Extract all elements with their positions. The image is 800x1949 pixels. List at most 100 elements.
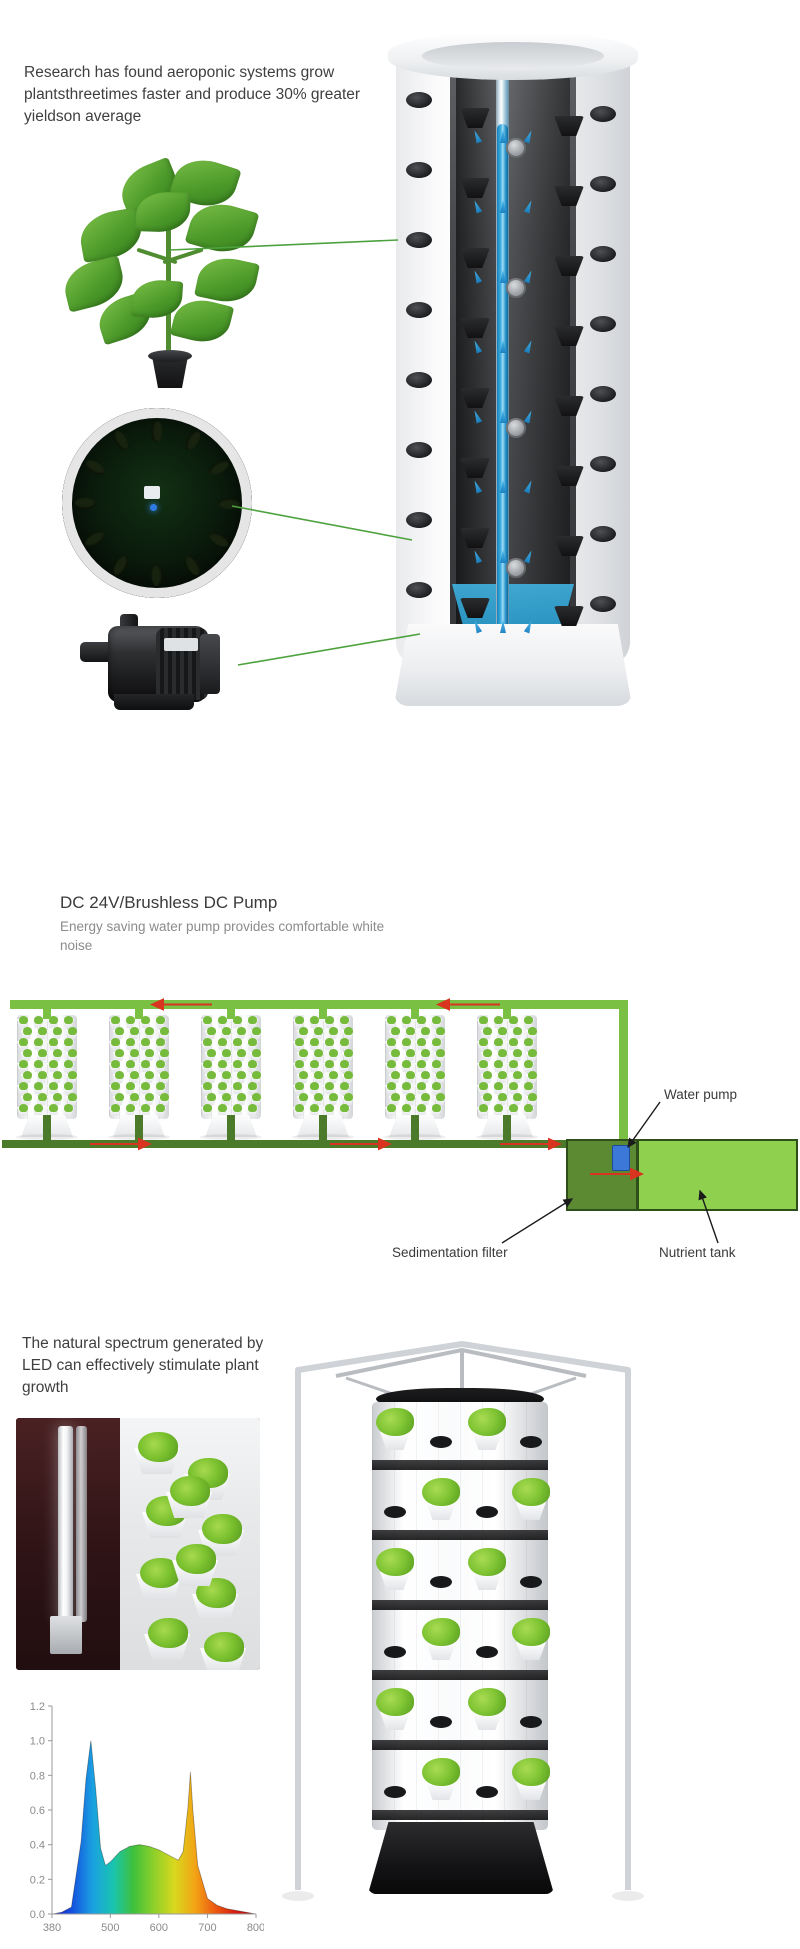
tower-net-pot (460, 458, 490, 478)
diagram-tower-plant (420, 1093, 430, 1101)
diagram-tower-plant (523, 1060, 533, 1068)
diagram-tower-plant (508, 1104, 518, 1112)
sensor-chip (144, 486, 160, 499)
tower-net-pot (554, 256, 584, 276)
diagram-tower-plant (309, 1060, 319, 1068)
led-tower-lettuce (512, 1618, 550, 1646)
tower-net-pot (460, 108, 490, 128)
diagram-tower-plant (140, 1038, 150, 1046)
diagram-tower-plant (527, 1071, 537, 1079)
y-tick-label: 0.0 (30, 1909, 45, 1921)
y-tick-label: 1.2 (30, 1701, 45, 1713)
diagram-tower-plant (125, 1060, 135, 1068)
tower-return-leg (503, 1115, 511, 1143)
diagram-tower-plant (294, 1104, 304, 1112)
diagram-tower-plant (386, 1016, 396, 1024)
diagram-tower (192, 1015, 270, 1140)
diagram-tower-plant (52, 1093, 62, 1101)
diagram-tower-plant (523, 1104, 533, 1112)
tower-planting-hole (406, 302, 432, 318)
led-tower-lettuce (468, 1688, 506, 1716)
diagram-tower-plant (159, 1027, 169, 1035)
diagram-tower-plant (294, 1082, 304, 1090)
led-photo-lettuce (176, 1544, 216, 1574)
diagram-tower-plant (48, 1060, 58, 1068)
led-tower-frame (282, 1341, 644, 1901)
diagram-tower (100, 1015, 178, 1140)
diagram-tower-plant (155, 1038, 165, 1046)
led-tower-hole (384, 1786, 406, 1798)
sedimentation-filter-box (566, 1139, 638, 1211)
label-nutrient-tank: Nutrient tank (659, 1245, 736, 1260)
led-tower-band (372, 1670, 548, 1680)
diagram-tower-plant (405, 1049, 415, 1057)
diagram-tower-plant (129, 1093, 139, 1101)
diagram-tower-plant (251, 1027, 261, 1035)
diagram-tower-plant (202, 1082, 212, 1090)
diagram-tower-plant (221, 1071, 231, 1079)
diagram-tower-plant (497, 1071, 507, 1079)
diagram-tower-plant (482, 1071, 492, 1079)
diagram-tower-plant (48, 1038, 58, 1046)
diagram-tower (8, 1015, 86, 1140)
diagram-tower-plant (22, 1093, 32, 1101)
diagram-tower-plant (512, 1049, 522, 1057)
diagram-tower-plant (206, 1049, 216, 1057)
diagram-tower-plant (110, 1082, 120, 1090)
diagram-tower-plant (405, 1071, 415, 1079)
y-tick-label: 0.4 (30, 1840, 45, 1852)
diagram-tower-plant (114, 1071, 124, 1079)
diagram-tower-plant (478, 1038, 488, 1046)
led-tower-cup (472, 1572, 502, 1590)
led-tower-hole (384, 1646, 406, 1658)
led-tower-band (372, 1460, 548, 1470)
led-tower-cup (516, 1782, 546, 1800)
diagram-tower-plant (339, 1104, 349, 1112)
diagram-tower-plant (497, 1027, 507, 1035)
diagram-tower-plant (232, 1038, 242, 1046)
diagram-tower-plant (206, 1093, 216, 1101)
supply-pipe-riser (619, 1000, 628, 1140)
diagram-tower-plant (202, 1060, 212, 1068)
diagram-tower-plant (420, 1049, 430, 1057)
tower-supply-drop (503, 1003, 511, 1019)
led-tower-lettuce (422, 1618, 460, 1646)
diagram-tower-plant (159, 1093, 169, 1101)
diagram-tower-plant (125, 1016, 135, 1024)
diagram-tower-plant (33, 1016, 43, 1024)
diagram-tower-plant (33, 1104, 43, 1112)
tower-water-spray (500, 200, 506, 213)
diagram-tower-plant (482, 1027, 492, 1035)
tower-net-pot (460, 248, 490, 268)
diagram-tower-plant (508, 1016, 518, 1024)
diagram-tower-plant (386, 1038, 396, 1046)
diagram-tower-plant (144, 1071, 154, 1079)
tower-return-leg (227, 1115, 235, 1143)
diagram-tower-plant (110, 1038, 120, 1046)
diagram-tower-plant (405, 1093, 415, 1101)
diagram-tower-plant (232, 1016, 242, 1024)
led-tower-band (372, 1600, 548, 1610)
y-tick-label: 0.6 (30, 1805, 45, 1817)
diagram-tower-plant (144, 1027, 154, 1035)
diagram-tower-plant (298, 1049, 308, 1057)
diagram-tower-plant (298, 1071, 308, 1079)
diagram-tower-plant (33, 1038, 43, 1046)
plant-leaf (194, 252, 260, 308)
diagram-tower-plant (401, 1104, 411, 1112)
diagram-tower-plant (328, 1027, 338, 1035)
x-tick-label: 800 (247, 1922, 264, 1934)
diagram-tower-plant (313, 1071, 323, 1079)
diagram-tower-plant (478, 1016, 488, 1024)
diagram-tower-plant (328, 1049, 338, 1057)
diagram-tower-plant (247, 1060, 257, 1068)
diagram-tower-plant (435, 1049, 445, 1057)
led-tower-cup (380, 1572, 410, 1590)
led-tower-cup (516, 1642, 546, 1660)
diagram-tower-plant (386, 1060, 396, 1068)
diagram-tower-plant (493, 1038, 503, 1046)
sensor-led-indicator (150, 504, 157, 511)
diagram-tower-plant (386, 1082, 396, 1090)
